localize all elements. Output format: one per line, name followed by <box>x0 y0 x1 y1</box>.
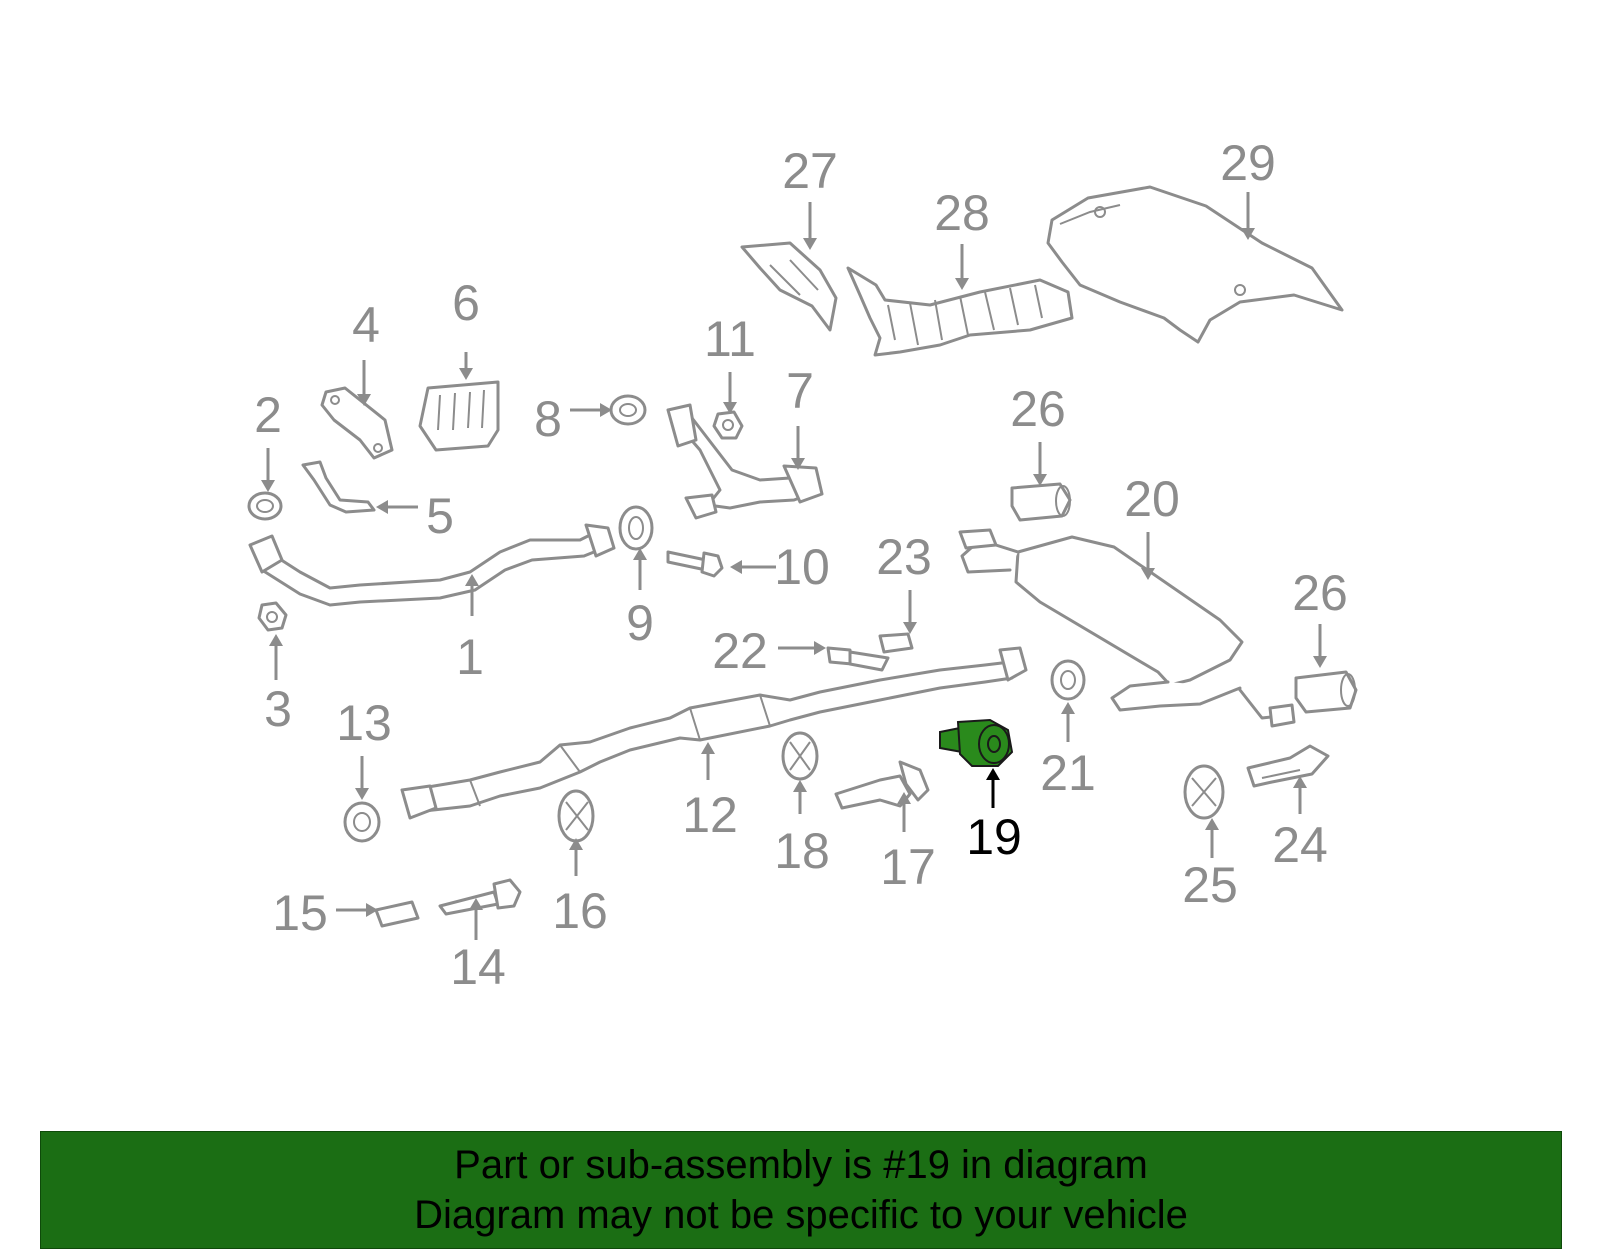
callout-24: 24 <box>1272 817 1328 873</box>
part-11-shape <box>712 410 744 440</box>
part-22-shape <box>826 646 854 666</box>
callout-6: 6 <box>452 275 480 331</box>
callout-13: 13 <box>336 695 392 751</box>
callout-12: 12 <box>682 787 738 843</box>
callout-16: 16 <box>552 883 608 939</box>
part-29-shape <box>1046 185 1344 344</box>
callout-18: 18 <box>774 823 830 879</box>
callout-11: 11 <box>704 311 756 367</box>
callout-8: 8 <box>534 391 562 447</box>
callout-22: 22 <box>712 623 768 679</box>
part-5-shape <box>301 460 376 514</box>
callout-28: 28 <box>934 185 990 241</box>
part-8-shape <box>609 394 647 426</box>
callout-4: 4 <box>352 297 380 353</box>
callout-21: 21 <box>1040 745 1096 801</box>
callout-15: 15 <box>272 885 328 941</box>
callout-17: 17 <box>880 839 936 895</box>
banner-line-disclaimer: Diagram may not be specific to your vehi… <box>414 1193 1188 1237</box>
part-23-shape <box>878 632 914 654</box>
callout-20: 20 <box>1124 471 1180 527</box>
part-15-shape <box>374 900 420 928</box>
callout-5: 5 <box>426 488 454 544</box>
callout-2: 2 <box>254 387 282 443</box>
callout-27: 27 <box>782 143 838 199</box>
callout-26-upper: 26 <box>1010 381 1066 437</box>
callout-14: 14 <box>450 939 506 995</box>
part-info-banner: Part or sub-assembly is #19 in diagram D… <box>40 1131 1562 1249</box>
banner-line-part: Part or sub-assembly is #19 in diagram <box>454 1143 1148 1187</box>
callout-labels: 27 28 29 6 4 2 5 8 11 7 26 20 26 23 22 1… <box>254 135 1348 995</box>
callout-10: 10 <box>774 539 830 595</box>
part-9-shape <box>618 505 654 551</box>
part-19-shape[interactable] <box>939 718 1014 767</box>
callout-29: 29 <box>1220 135 1276 191</box>
callout-19[interactable]: 19 <box>966 809 1022 865</box>
part-2-shape <box>247 491 283 521</box>
callout-23: 23 <box>876 529 932 585</box>
leader-arrows <box>261 192 1327 940</box>
part-10-shape <box>666 550 708 572</box>
part-24-shape <box>1246 744 1330 788</box>
part-21-shape <box>1050 659 1086 701</box>
part-6-shape <box>418 380 500 452</box>
part-4-shape <box>320 386 394 460</box>
part-20-shape <box>1014 535 1244 687</box>
callout-1: 1 <box>456 629 484 685</box>
callout-26-right: 26 <box>1292 565 1348 621</box>
callout-25: 25 <box>1182 857 1238 913</box>
part-27-shape <box>740 241 838 332</box>
callout-3: 3 <box>264 681 292 737</box>
part-14-shape <box>438 890 500 916</box>
callout-9: 9 <box>626 595 654 651</box>
part-28-shape <box>846 266 1074 357</box>
callout-7: 7 <box>786 363 814 419</box>
part-3-shape <box>257 601 288 632</box>
part-13-shape <box>343 801 381 843</box>
